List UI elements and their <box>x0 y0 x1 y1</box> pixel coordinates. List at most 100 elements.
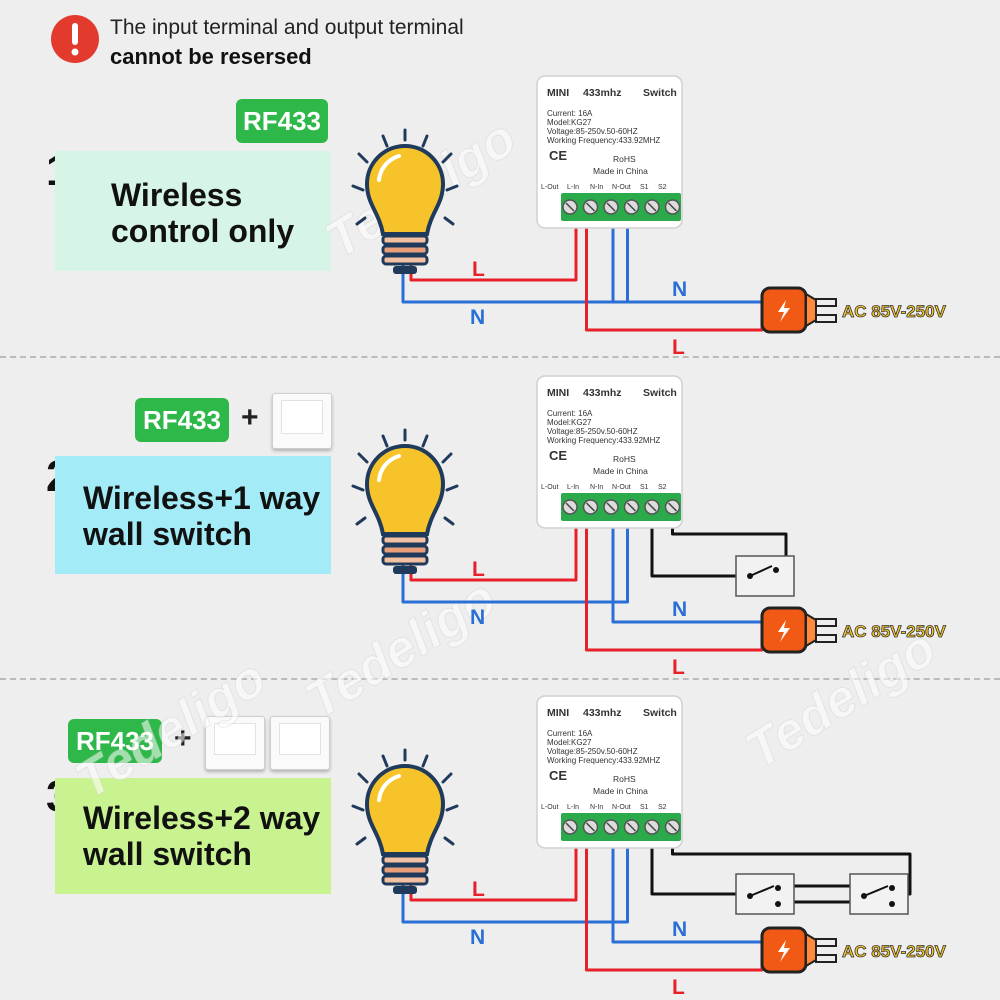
terminal-block <box>561 193 681 221</box>
wall-switch-symbol <box>735 873 795 915</box>
neutral-wire-label: N <box>470 306 485 329</box>
ce-mark: CE <box>549 448 567 463</box>
live-wire-label: L <box>672 656 685 679</box>
terminal-label: S1 <box>640 804 649 811</box>
switch-wire <box>671 841 912 896</box>
module-spec-line: Current: 16A <box>547 729 593 738</box>
module-spec-line: Voltage:85-250v.50-60HZ <box>547 127 638 136</box>
module-header-freq: 433mhz <box>583 707 622 719</box>
rf433-badge: RF433 <box>68 719 162 763</box>
module-spec-line: Model:KG27 <box>547 738 592 747</box>
neutral-wire <box>611 221 762 304</box>
module-spec-line: Model:KG27 <box>547 118 592 127</box>
live-wire <box>409 521 578 582</box>
live-wire-label: L <box>472 558 485 581</box>
module-header-mini: MINI <box>547 707 569 719</box>
neutral-wire-label: N <box>672 918 687 941</box>
light-bulb-icon <box>351 128 459 274</box>
wall-switch-symbol <box>735 555 795 597</box>
neutral-wire <box>611 521 762 624</box>
terminal-label: N-Out <box>612 184 631 191</box>
module-header-freq: 433mhz <box>583 387 622 399</box>
live-wire-label: L <box>672 976 685 999</box>
wall-switch-symbol <box>849 873 909 915</box>
section-title-line1: Wireless+1 way <box>83 480 321 516</box>
section-title-line1: Wireless <box>111 177 243 213</box>
terminal-label: L-In <box>567 484 579 491</box>
module-header-switch: Switch <box>643 87 677 99</box>
power-plug-icon: AC 85V-250V <box>760 286 947 334</box>
neutral-wire-label: N <box>672 278 687 301</box>
ce-mark: CE <box>549 768 567 783</box>
warning-text-line1: The input terminal and output terminal <box>110 16 464 39</box>
warning-icon <box>51 15 99 63</box>
section-title-panel: Wireless+2 way wall switch <box>55 778 331 894</box>
rohs-mark: RoHS <box>613 774 636 784</box>
neutral-wire <box>611 841 762 944</box>
section-title-line2: wall switch <box>83 836 252 872</box>
voltage-label: AC 85V-250V <box>842 942 947 961</box>
section-title-line2: wall switch <box>83 516 252 552</box>
switch-wire <box>650 521 736 578</box>
rf433-badge: RF433 <box>135 398 229 442</box>
neutral-wire <box>401 841 629 924</box>
terminal-label: L-Out <box>541 804 559 811</box>
rf433-badge: RF433 <box>236 99 328 143</box>
module-body <box>536 75 683 229</box>
live-wire <box>409 841 578 902</box>
watermark: Tedeligo <box>66 649 276 810</box>
section-divider <box>0 356 1000 358</box>
section-title-panel: Wireless+1 way wall switch <box>55 456 331 574</box>
module-spec-line: Working Frequency:433.92MHZ <box>547 136 660 145</box>
module-header-mini: MINI <box>547 387 569 399</box>
terminal-label: S1 <box>640 184 649 191</box>
light-bulb-icon <box>351 428 459 574</box>
rohs-mark: RoHS <box>613 154 636 164</box>
plus-sign: + <box>174 722 192 755</box>
section-title-panel: Wireless control only <box>55 151 331 271</box>
power-plug-icon: AC 85V-250V <box>760 926 947 974</box>
neutral-wire-label: N <box>470 606 485 629</box>
live-wire-label: L <box>472 878 485 901</box>
switch-wire <box>650 841 736 896</box>
terminal-label: N-Out <box>612 484 631 491</box>
light-bulb-icon <box>351 748 459 894</box>
neutral-wire <box>401 521 629 604</box>
made-in-text: Made in China <box>593 786 648 796</box>
ce-mark: CE <box>549 148 567 163</box>
live-wire-label: L <box>472 258 485 281</box>
module-header-switch: Switch <box>643 707 677 719</box>
power-plug-icon: AC 85V-250V <box>760 606 947 654</box>
module-spec-line: Current: 16A <box>547 109 593 118</box>
terminal-label: S2 <box>658 804 667 811</box>
terminal-label: S2 <box>658 484 667 491</box>
terminal-block <box>561 813 681 841</box>
terminal-label: L-Out <box>541 484 559 491</box>
terminal-block <box>561 493 681 521</box>
neutral-wire-label: N <box>672 598 687 621</box>
terminal-label: N-In <box>590 804 603 811</box>
made-in-text: Made in China <box>593 466 648 476</box>
module-spec-line: Model:KG27 <box>547 418 592 427</box>
watermark: Tedeligo <box>296 569 506 730</box>
module-spec-line: Working Frequency:433.92MHZ <box>547 436 660 445</box>
rohs-mark: RoHS <box>613 454 636 464</box>
live-wire <box>409 221 578 282</box>
module-body <box>536 375 683 529</box>
terminal-label: S1 <box>640 484 649 491</box>
terminal-label: N-In <box>590 484 603 491</box>
section-title-line2: control only <box>111 213 295 249</box>
terminal-label: N-Out <box>612 804 631 811</box>
terminal-label: L-Out <box>541 184 559 191</box>
live-wire-label: L <box>672 336 685 359</box>
module-spec-line: Voltage:85-250v.50-60HZ <box>547 427 638 436</box>
made-in-text: Made in China <box>593 166 648 176</box>
section-title-line1: Wireless+2 way <box>83 800 321 836</box>
plus-sign: + <box>241 401 259 434</box>
voltage-label: AC 85V-250V <box>842 302 947 321</box>
wall-switch-icon <box>205 716 265 770</box>
